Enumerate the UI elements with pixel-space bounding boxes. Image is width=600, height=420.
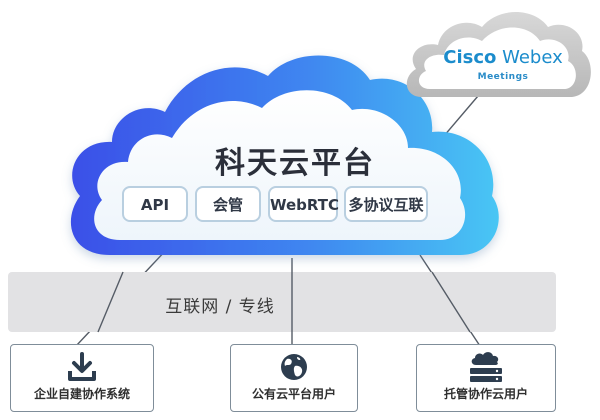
module-conference-management: 会管 [195,186,261,222]
network-band [8,272,556,332]
webex-brand: Cisco [443,47,497,68]
user-node-label: 企业自建协作系统 [33,387,130,401]
webex-product: Webex [502,47,563,68]
module-multi-protocol: 多协议互联 [344,186,428,222]
platform-title: 科天云平台 [215,146,375,181]
user-node-hosted: 托管协作云用户 [416,344,556,412]
cloud-server-icon [470,352,502,382]
webex-logo-text: Cisco Webex [428,47,578,68]
user-node-enterprise: 企业自建协作系统 [10,344,154,412]
user-node-public-cloud: 公有云平台用户 [230,344,358,412]
webex-subtitle: Meetings [477,72,529,82]
user-node-label: 公有云平台用户 [251,387,336,401]
globe-icon [281,354,307,380]
module-api: API [122,186,188,222]
module-webrtc: WebRTC [268,186,339,222]
webex-cloud [406,12,591,97]
network-band-label: 互联网 / 专线 [165,297,275,317]
download-icon [68,352,96,381]
user-node-label: 托管协作云用户 [443,387,528,401]
